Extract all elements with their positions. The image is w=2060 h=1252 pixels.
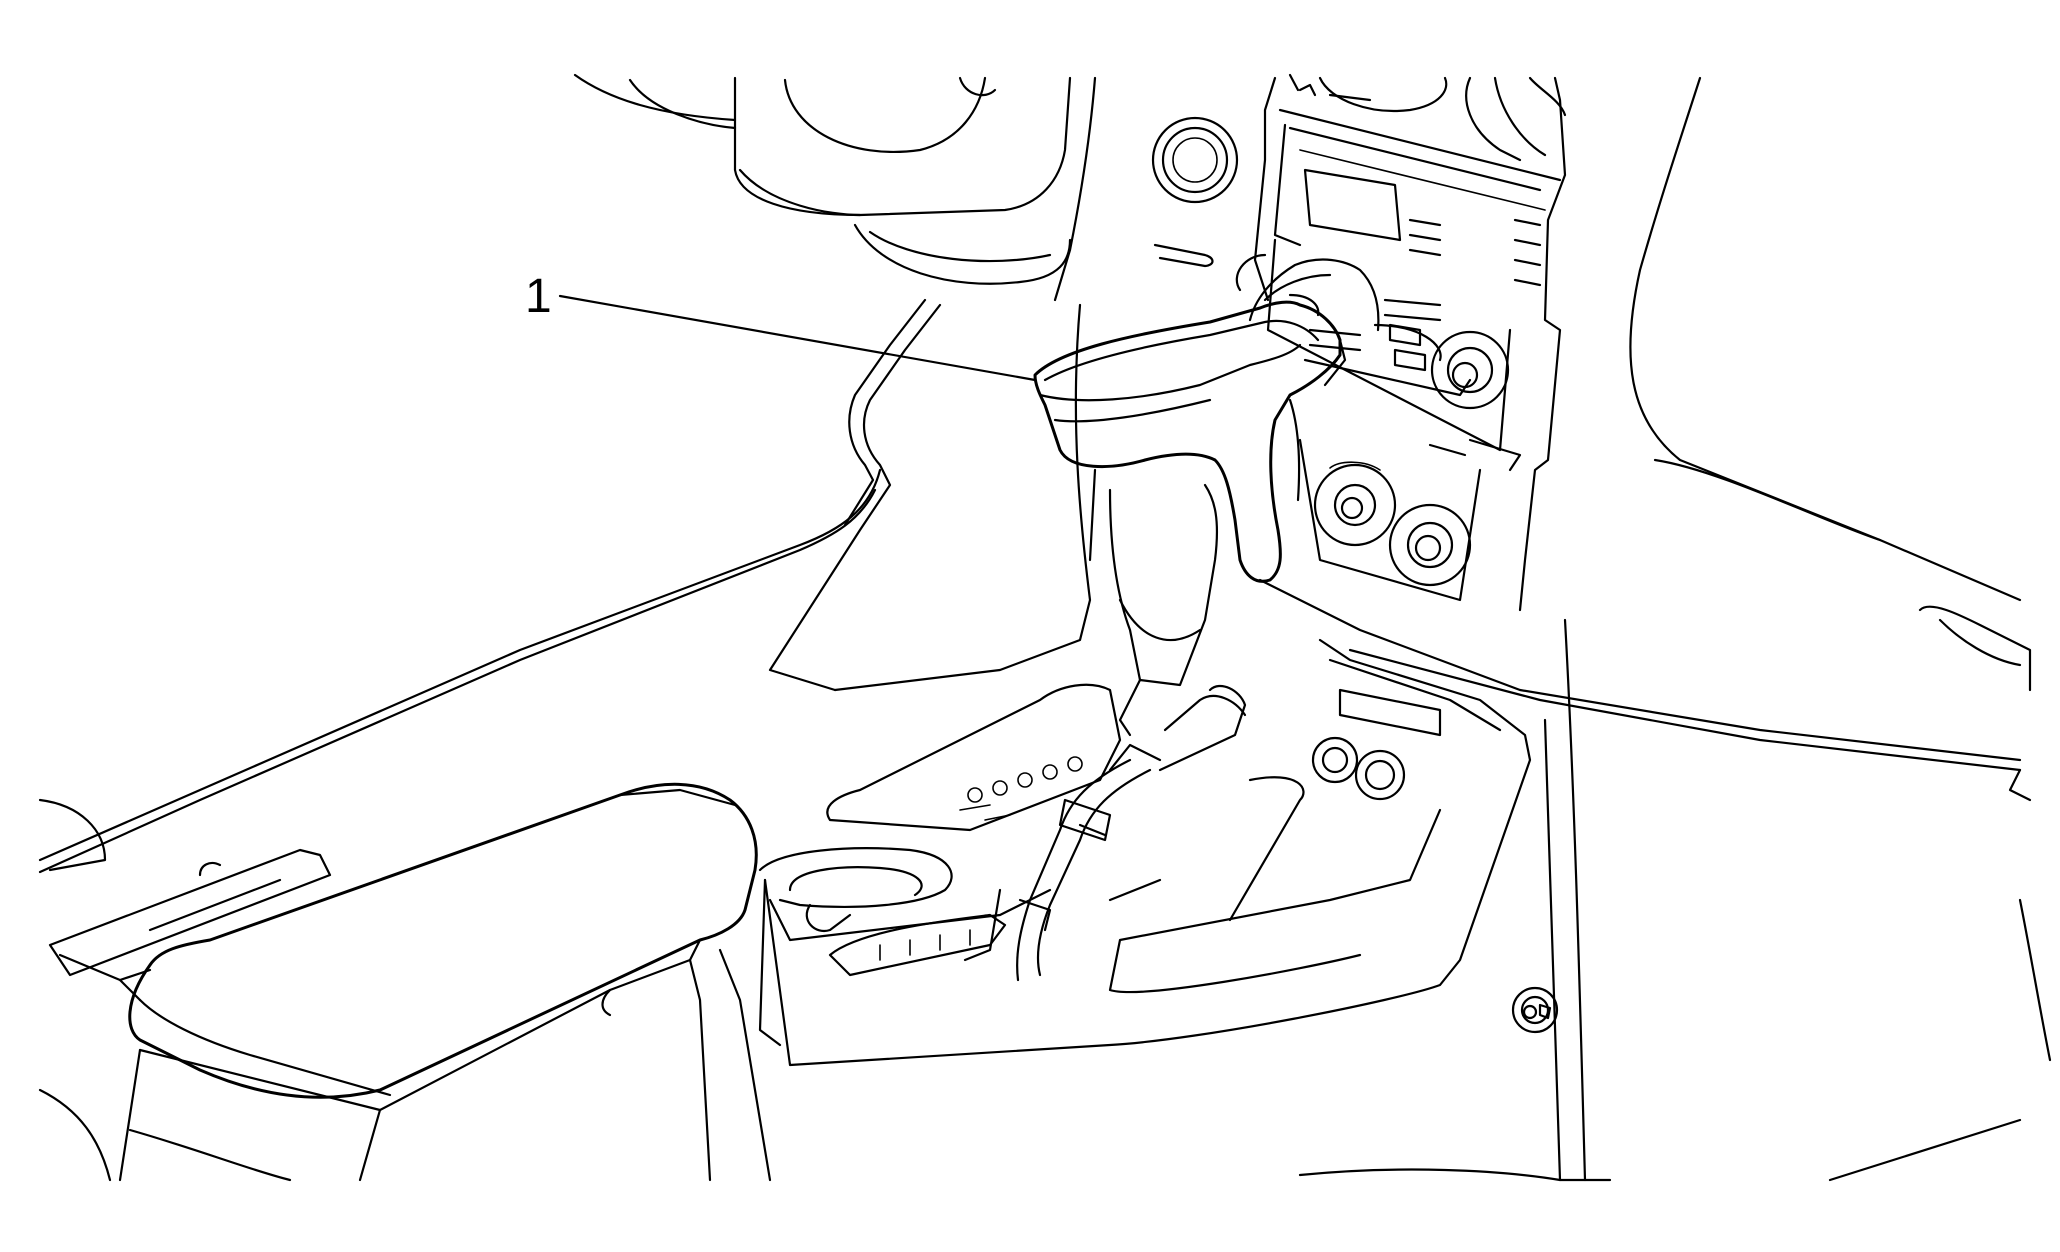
radio-center-stack [1253, 73, 1567, 612]
right-dash-panel [1258, 76, 2052, 1182]
callout-1: 1 [525, 270, 1037, 382]
climate-control-panel [1298, 438, 1482, 602]
shift-lever-boot [826, 483, 1247, 982]
steering-column-shroud [573, 73, 1097, 302]
lower-dash-edge [38, 298, 1097, 874]
round-air-vent [1151, 116, 1239, 268]
leader-line [558, 294, 1037, 382]
shift-knob-trim [1033, 253, 1380, 583]
console-front-panel [763, 638, 1532, 1067]
cup-holder [758, 847, 1052, 1047]
callout-label: 1 [525, 270, 552, 323]
console-armrest [118, 782, 772, 1182]
left-console-tray [38, 798, 332, 1182]
